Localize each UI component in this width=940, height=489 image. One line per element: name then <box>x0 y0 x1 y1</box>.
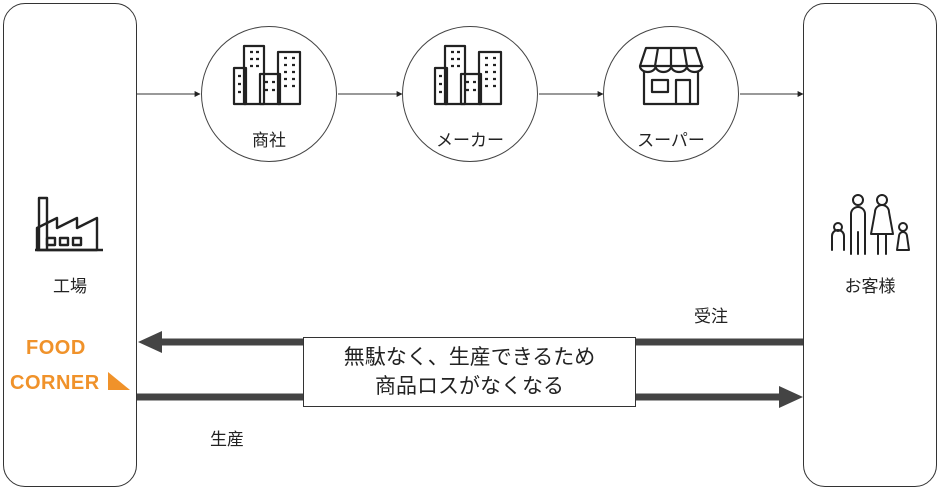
factory-panel <box>3 3 137 487</box>
customer-panel <box>803 3 937 487</box>
logo-text-corner: CORNER <box>10 372 100 394</box>
node-manufacturer-label: メーカー <box>436 131 504 151</box>
benefit-callout: 無駄なく、生産できるため 商品ロスがなくなる <box>303 337 636 407</box>
supermarket-store-icon <box>638 46 704 106</box>
callout-line-1: 無駄なく、生産できるため <box>343 345 596 369</box>
office-buildings-icon <box>433 44 503 106</box>
callout-line-2: 商品ロスがなくなる <box>375 374 564 398</box>
office-buildings-icon <box>232 44 302 106</box>
production-label: 生産 <box>210 430 244 450</box>
factory-label: 工場 <box>53 277 87 297</box>
customer-label: お客様 <box>844 277 896 297</box>
production-arrowhead <box>779 386 803 408</box>
node-manufacturer <box>402 26 538 162</box>
logo-text-food: FOOD <box>26 337 86 359</box>
factory-icon <box>35 196 103 252</box>
node-trading-company <box>201 26 337 162</box>
logo-triangle-icon <box>108 372 130 390</box>
food-corner-logo: FOOD CORNER <box>8 334 133 394</box>
family-icon <box>831 194 910 255</box>
order-arrowhead <box>138 331 162 353</box>
node-supermarket-label: スーパー <box>637 131 705 151</box>
node-trading-label: 商社 <box>252 131 286 151</box>
order-label: 受注 <box>694 307 728 327</box>
